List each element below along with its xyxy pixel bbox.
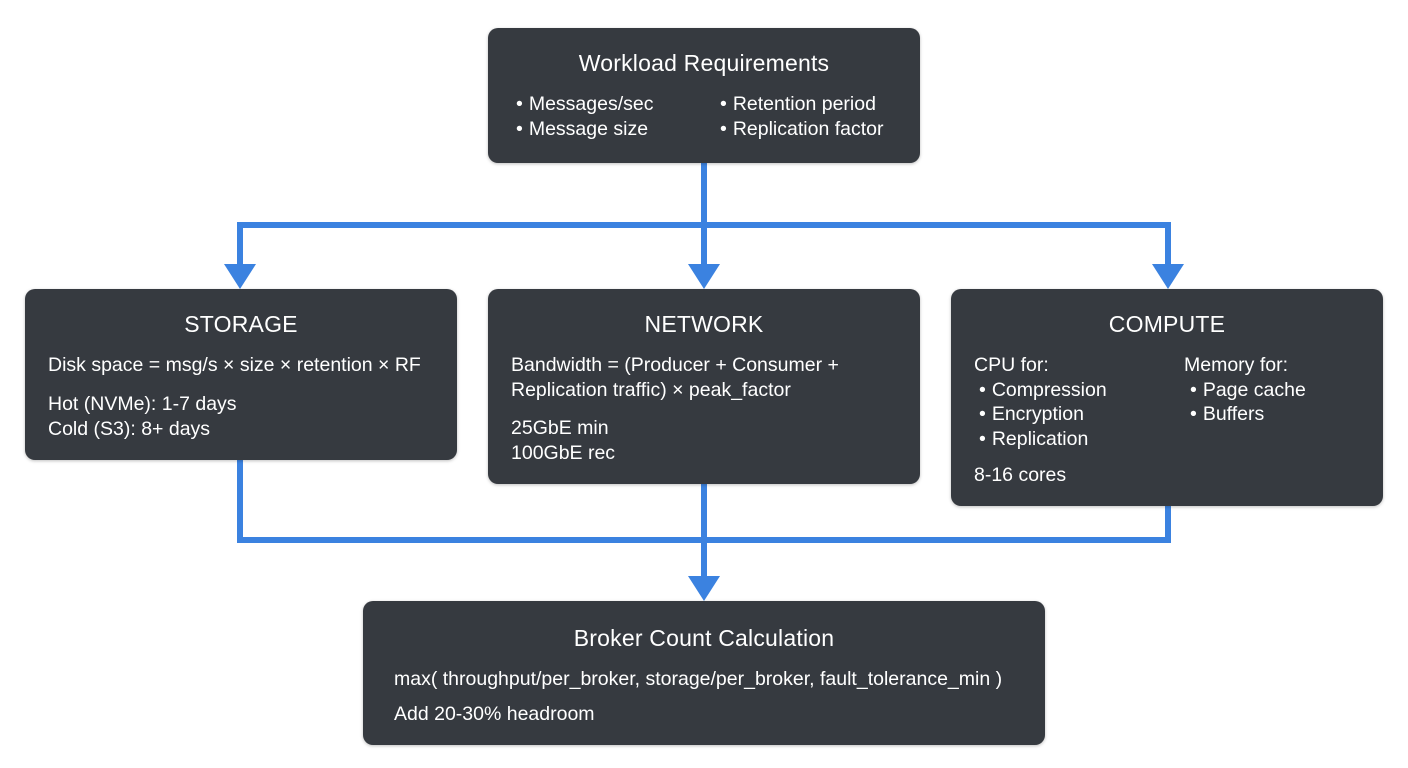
compute-cores: 8-16 cores	[974, 464, 1067, 486]
workload-title: Workload Requirements	[578, 50, 830, 76]
broker-formula: max( throughput/per_broker, storage/per_…	[394, 668, 1003, 690]
compute-cpu-label: CPU for:	[974, 354, 1049, 376]
compute-box: COMPUTE CPU for: Compression Encryption …	[951, 289, 1383, 506]
compute-memory-item-page-cache: Page cache	[1190, 378, 1306, 403]
storage-formula: Disk space = msg/s × size × retention × …	[48, 354, 421, 376]
storage-tier-cold: Cold (S3): 8+ days	[48, 417, 211, 440]
broker-title: Broker Count Calculation	[573, 625, 835, 651]
workload-item-replication-factor: Replication factor	[720, 117, 884, 142]
compute-memory-label: Memory for:	[1184, 354, 1289, 376]
compute-memory-item-buffers: Buffers	[1190, 402, 1264, 427]
broker-count-box: Broker Count Calculation max( throughput…	[363, 601, 1045, 745]
storage-box: STORAGE Disk space = msg/s × size × rete…	[25, 289, 457, 460]
storage-tier-hot: Hot (NVMe): 1-7 days	[48, 393, 237, 415]
workload-requirements-box: Workload Requirements Messages/sec Messa…	[488, 28, 920, 163]
compute-cpu-item-encryption: Encryption	[979, 402, 1084, 427]
arrowhead-storage	[224, 264, 256, 289]
workload-item-retention-period: Retention period	[720, 92, 876, 117]
network-spec-rec: 100GbE rec	[511, 441, 616, 464]
broker-headroom-note: Add 20-30% headroom	[394, 703, 595, 725]
storage-title: STORAGE	[184, 311, 298, 337]
workload-item-messages-sec: Messages/sec	[516, 92, 654, 117]
network-formula-line-2: Replication traffic) × peak_factor	[511, 378, 791, 401]
network-spec-min: 25GbE min	[511, 417, 609, 439]
workload-item-message-size: Message size	[516, 117, 648, 142]
arrowhead-broker	[688, 576, 720, 601]
arrowhead-compute	[1152, 264, 1184, 289]
network-title: NETWORK	[644, 311, 764, 337]
network-box: NETWORK Bandwidth = (Producer + Consumer…	[488, 289, 920, 484]
compute-title: COMPUTE	[1108, 311, 1226, 337]
network-formula-line-1: Bandwidth = (Producer + Consumer +	[511, 354, 839, 376]
arrowhead-network	[688, 264, 720, 289]
compute-cpu-item-compression: Compression	[979, 378, 1107, 403]
compute-cpu-item-replication: Replication	[979, 427, 1088, 452]
